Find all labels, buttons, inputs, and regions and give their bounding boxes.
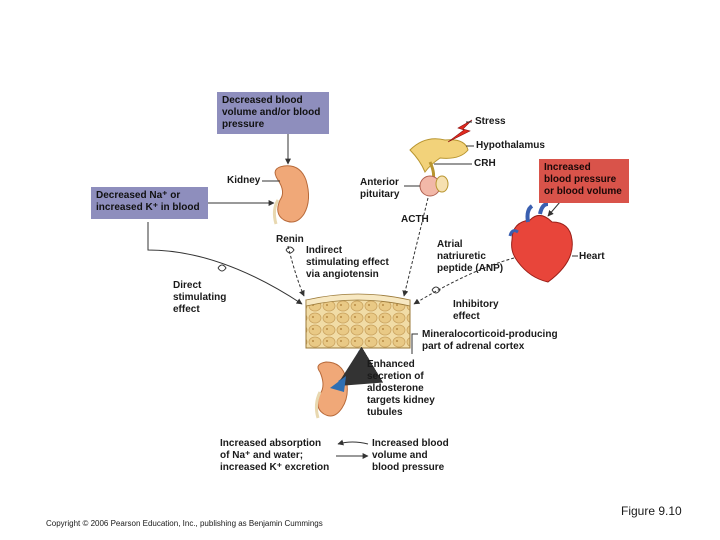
- hypothalamus-illustration: [409, 138, 469, 183]
- label-line: Increased blood: [372, 438, 449, 449]
- arrow-acth: [402, 197, 429, 297]
- figure-label: Figure 9.10: [621, 504, 682, 518]
- box-line: volume and/or blood: [222, 107, 321, 118]
- label-line: volume and: [372, 450, 428, 461]
- box-decreased-blood-volume: Decreased blood volume and/or blood pres…: [217, 92, 329, 134]
- label-line: peptide (ANP): [437, 263, 504, 274]
- label-increased-absorption: Increased absorption of Na⁺ and water; i…: [220, 438, 329, 474]
- label-line: effect: [173, 304, 200, 315]
- label-line: targets kidney: [367, 395, 435, 406]
- copyright-text: Copyright © 2006 Pearson Education, Inc.…: [46, 519, 323, 528]
- label-line: Increased absorption: [220, 438, 322, 449]
- box-line: increased K⁺ in blood: [96, 202, 200, 213]
- label-kidney: Kidney: [227, 175, 261, 186]
- box-decreased-na: Decreased Na⁺ or increased K⁺ in blood: [91, 187, 208, 219]
- anterior-pituitary-illustration: [419, 175, 449, 197]
- label-inhibitory-effect: Inhibitory effect: [453, 299, 499, 323]
- label-heart: Heart: [579, 251, 605, 262]
- label-line: stimulating effect: [306, 257, 389, 268]
- label-renin: Renin: [276, 234, 304, 245]
- label-mineralocorticoid: Mineralocorticoid-producing part of adre…: [422, 329, 558, 353]
- label-anterior-pituitary: Anterior pituitary: [360, 177, 399, 201]
- arrow-direct-stimulating: [147, 222, 303, 305]
- label-acth: ACTH: [401, 214, 429, 225]
- arrow-volume-feedback: [337, 439, 369, 446]
- box-line: Decreased blood: [222, 95, 303, 106]
- kidney-illustration-top: [272, 165, 310, 225]
- label-line: blood pressure: [372, 462, 445, 473]
- label-line: Atrial: [437, 239, 463, 250]
- label-line: increased K⁺ excretion: [220, 462, 330, 473]
- label-line: part of adrenal cortex: [422, 341, 525, 352]
- adrenal-cortex-illustration: [305, 293, 411, 349]
- arrow-mineralocorticoid-label: [411, 333, 418, 354]
- box-line: or blood volume: [544, 186, 622, 197]
- label-line: secretion of: [367, 371, 424, 382]
- label-atrial-natriuretic-peptide: Atrial natriuretic peptide (ANP): [437, 239, 503, 275]
- label-direct-effect: Direct stimulating effect: [173, 280, 226, 316]
- label-line: Inhibitory: [453, 299, 499, 310]
- label-increased-blood-volume: Increased blood volume and blood pressur…: [372, 438, 449, 474]
- label-hypothalamus: Hypothalamus: [476, 140, 545, 151]
- box-line: Increased: [544, 162, 591, 173]
- label-line: natriuretic: [437, 251, 486, 262]
- label-line: Mineralocorticoid-producing: [422, 329, 558, 340]
- arrows: [147, 121, 578, 459]
- inhibition-marks: [217, 246, 441, 294]
- box-increased-blood-pressure: Increased blood pressure or blood volume: [539, 159, 629, 203]
- label-line: of Na⁺ and water;: [220, 450, 304, 461]
- label-line: stimulating: [173, 292, 227, 303]
- label-line: pituitary: [360, 189, 400, 200]
- label-indirect-effect: Indirect stimulating effect via angioten…: [306, 245, 389, 281]
- stress-lightning-icon: [447, 119, 473, 143]
- label-enhanced-aldosterone: Enhanced secretion of aldosterone target…: [367, 359, 435, 419]
- label-line: Anterior: [360, 177, 399, 188]
- box-line: pressure: [222, 119, 265, 130]
- label-line: Direct: [173, 280, 202, 291]
- label-crh: CRH: [474, 158, 496, 169]
- arrow-bp-to-heart: [547, 201, 561, 217]
- label-line: effect: [453, 311, 480, 322]
- label-line: aldosterone: [367, 383, 424, 394]
- arrow-renin-indirect: [287, 245, 305, 297]
- aldosterone-arrowhead-icon: [330, 376, 346, 392]
- arrow-anp-inhibitory: [413, 257, 515, 305]
- label-line: via angiotensin: [306, 269, 379, 280]
- label-line: Enhanced: [367, 359, 415, 370]
- label-stress: Stress: [475, 116, 506, 127]
- label-line: Indirect: [306, 245, 343, 256]
- box-line: blood pressure: [544, 174, 617, 185]
- box-line: Decreased Na⁺ or: [96, 190, 181, 201]
- heart-illustration: [508, 202, 573, 283]
- label-line: tubules: [367, 407, 403, 418]
